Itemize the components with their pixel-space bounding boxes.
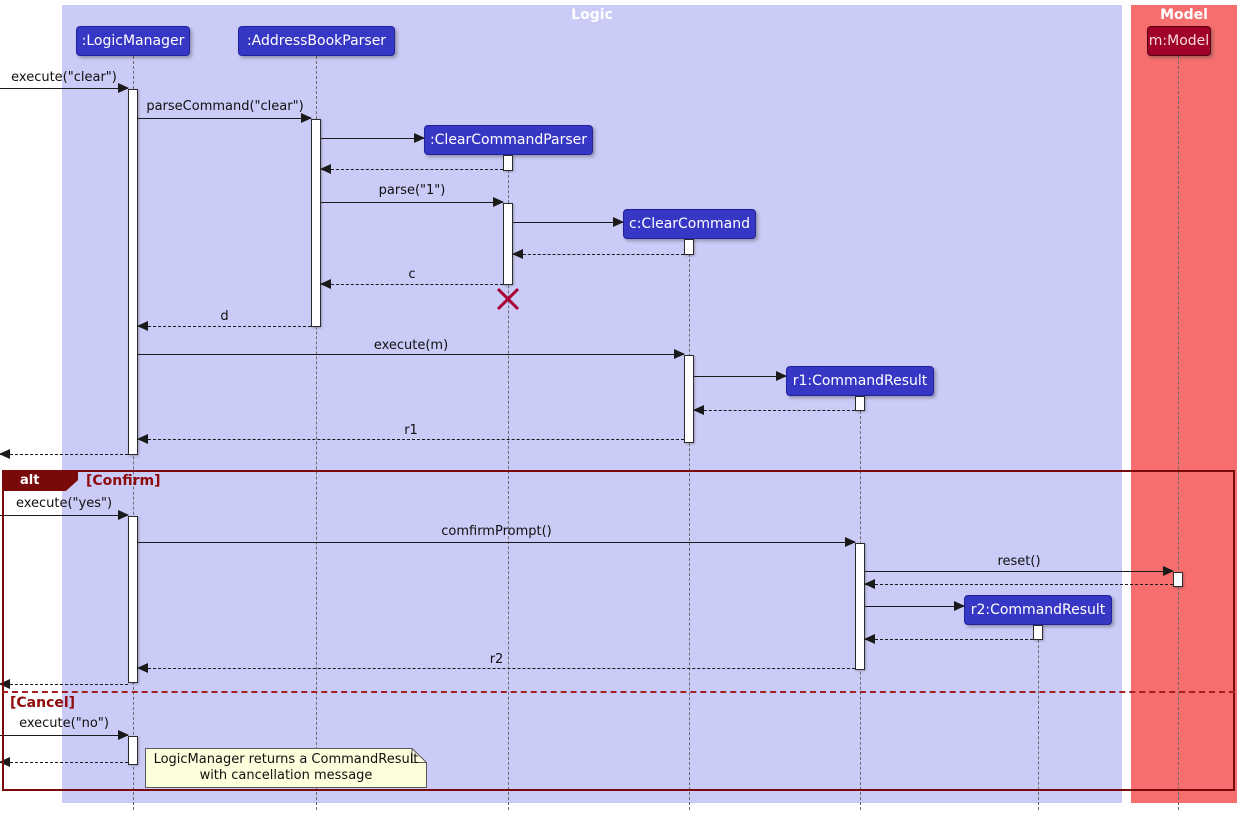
message-label-execute-no: execute("no") xyxy=(19,716,109,731)
message-label-return-r1: r1 xyxy=(404,423,418,438)
lifeline-model xyxy=(1178,56,1179,810)
model-frame-title: Model xyxy=(1160,7,1208,23)
message-arrow-execute-yes xyxy=(0,510,129,520)
participant-model: m:Model xyxy=(1147,26,1211,56)
return-arrow-clearcommandparser-created xyxy=(320,164,503,174)
return-arrow-clearcommand-created xyxy=(512,249,684,259)
return-arrow-r2-created xyxy=(864,634,1033,644)
return-arrow-to-caller-3 xyxy=(0,757,128,767)
activation-r1-create xyxy=(855,396,865,411)
return-arrow-c xyxy=(320,279,503,289)
lifeline-r2commandresult xyxy=(1038,625,1039,810)
activation-r1-confirm xyxy=(855,543,865,670)
activation-clearcommandparser-parse xyxy=(503,203,513,285)
participant-clearcommand: c:ClearCommand xyxy=(623,209,756,239)
message-label-return-c: c xyxy=(408,267,416,282)
destroy-x-icon xyxy=(496,287,520,311)
logic-frame-title: Logic xyxy=(571,7,613,23)
activation-model-reset xyxy=(1173,572,1183,587)
guard-confirm-label: [Confirm] xyxy=(86,473,161,489)
message-label-execute-clear: execute("clear") xyxy=(11,70,117,85)
return-arrow-r1-created xyxy=(693,405,855,415)
alt-divider xyxy=(2,691,1235,693)
participant-logicmanager: :LogicManager xyxy=(76,26,190,56)
note-fold-icon xyxy=(411,748,427,763)
activation-addressbookparser xyxy=(311,119,321,327)
activation-clearcommand-create xyxy=(684,239,694,255)
message-arrow-execute-no xyxy=(0,730,129,740)
activation-logicmanager-confirm xyxy=(128,516,138,683)
guard-cancel-label: [Cancel] xyxy=(10,695,76,711)
participant-r1commandresult: r1:CommandResult xyxy=(786,366,934,396)
message-label-execute-yes: execute("yes") xyxy=(15,496,113,511)
return-arrow-r1 xyxy=(137,434,684,444)
alt-operator-badge: alt xyxy=(2,470,78,491)
message-arrow-execute-clear xyxy=(0,83,129,93)
alt-frame xyxy=(2,470,1235,791)
message-arrow-create-r2 xyxy=(865,601,965,611)
activation-clearcommandparser-create xyxy=(503,155,513,171)
activation-logicmanager-main xyxy=(128,89,138,455)
message-arrow-parsecommand-clear xyxy=(138,113,312,123)
message-arrow-comfirmprompt xyxy=(138,537,856,547)
note-line-1: LogicManager returns a CommandResult xyxy=(153,752,419,767)
note xyxy=(145,748,427,788)
model-frame xyxy=(1131,5,1237,803)
message-label-reset: reset() xyxy=(997,554,1041,569)
note-line-2: with cancellation message xyxy=(199,768,373,783)
message-arrow-create-clearcommandparser xyxy=(321,133,425,143)
lifeline-clearcommandparser xyxy=(508,155,509,810)
message-label-parse-1: parse("1") xyxy=(378,183,446,198)
return-arrow-reset xyxy=(864,579,1173,589)
return-arrow-r2 xyxy=(137,663,855,673)
message-label-return-r2: r2 xyxy=(489,652,504,667)
message-label-parsecommand-clear: parseCommand("clear") xyxy=(146,99,304,114)
return-arrow-to-caller-2 xyxy=(0,679,128,689)
participant-clearcommandparser: :ClearCommandParser xyxy=(424,125,593,155)
message-label-execute-m: execute(m) xyxy=(373,338,449,353)
message-arrow-execute-m xyxy=(138,349,685,359)
activation-r2-create xyxy=(1033,625,1043,640)
message-label-comfirmprompt: comfirmPrompt() xyxy=(441,524,552,539)
message-arrow-create-clearcommand xyxy=(513,217,624,227)
message-arrow-parse-1 xyxy=(321,197,504,207)
message-arrow-create-r1 xyxy=(694,371,787,381)
activation-logicmanager-cancel xyxy=(128,736,138,765)
lifeline-clearcommand xyxy=(689,239,690,810)
return-arrow-d xyxy=(137,321,311,331)
message-arrow-reset xyxy=(865,566,1174,576)
activation-clearcommand-execute xyxy=(684,355,694,443)
lifeline-addressbookparser xyxy=(316,56,317,810)
return-arrow-to-caller-1 xyxy=(0,449,128,459)
message-label-return-d: d xyxy=(220,309,229,324)
participant-addressbookparser: :AddressBookParser xyxy=(238,26,395,56)
